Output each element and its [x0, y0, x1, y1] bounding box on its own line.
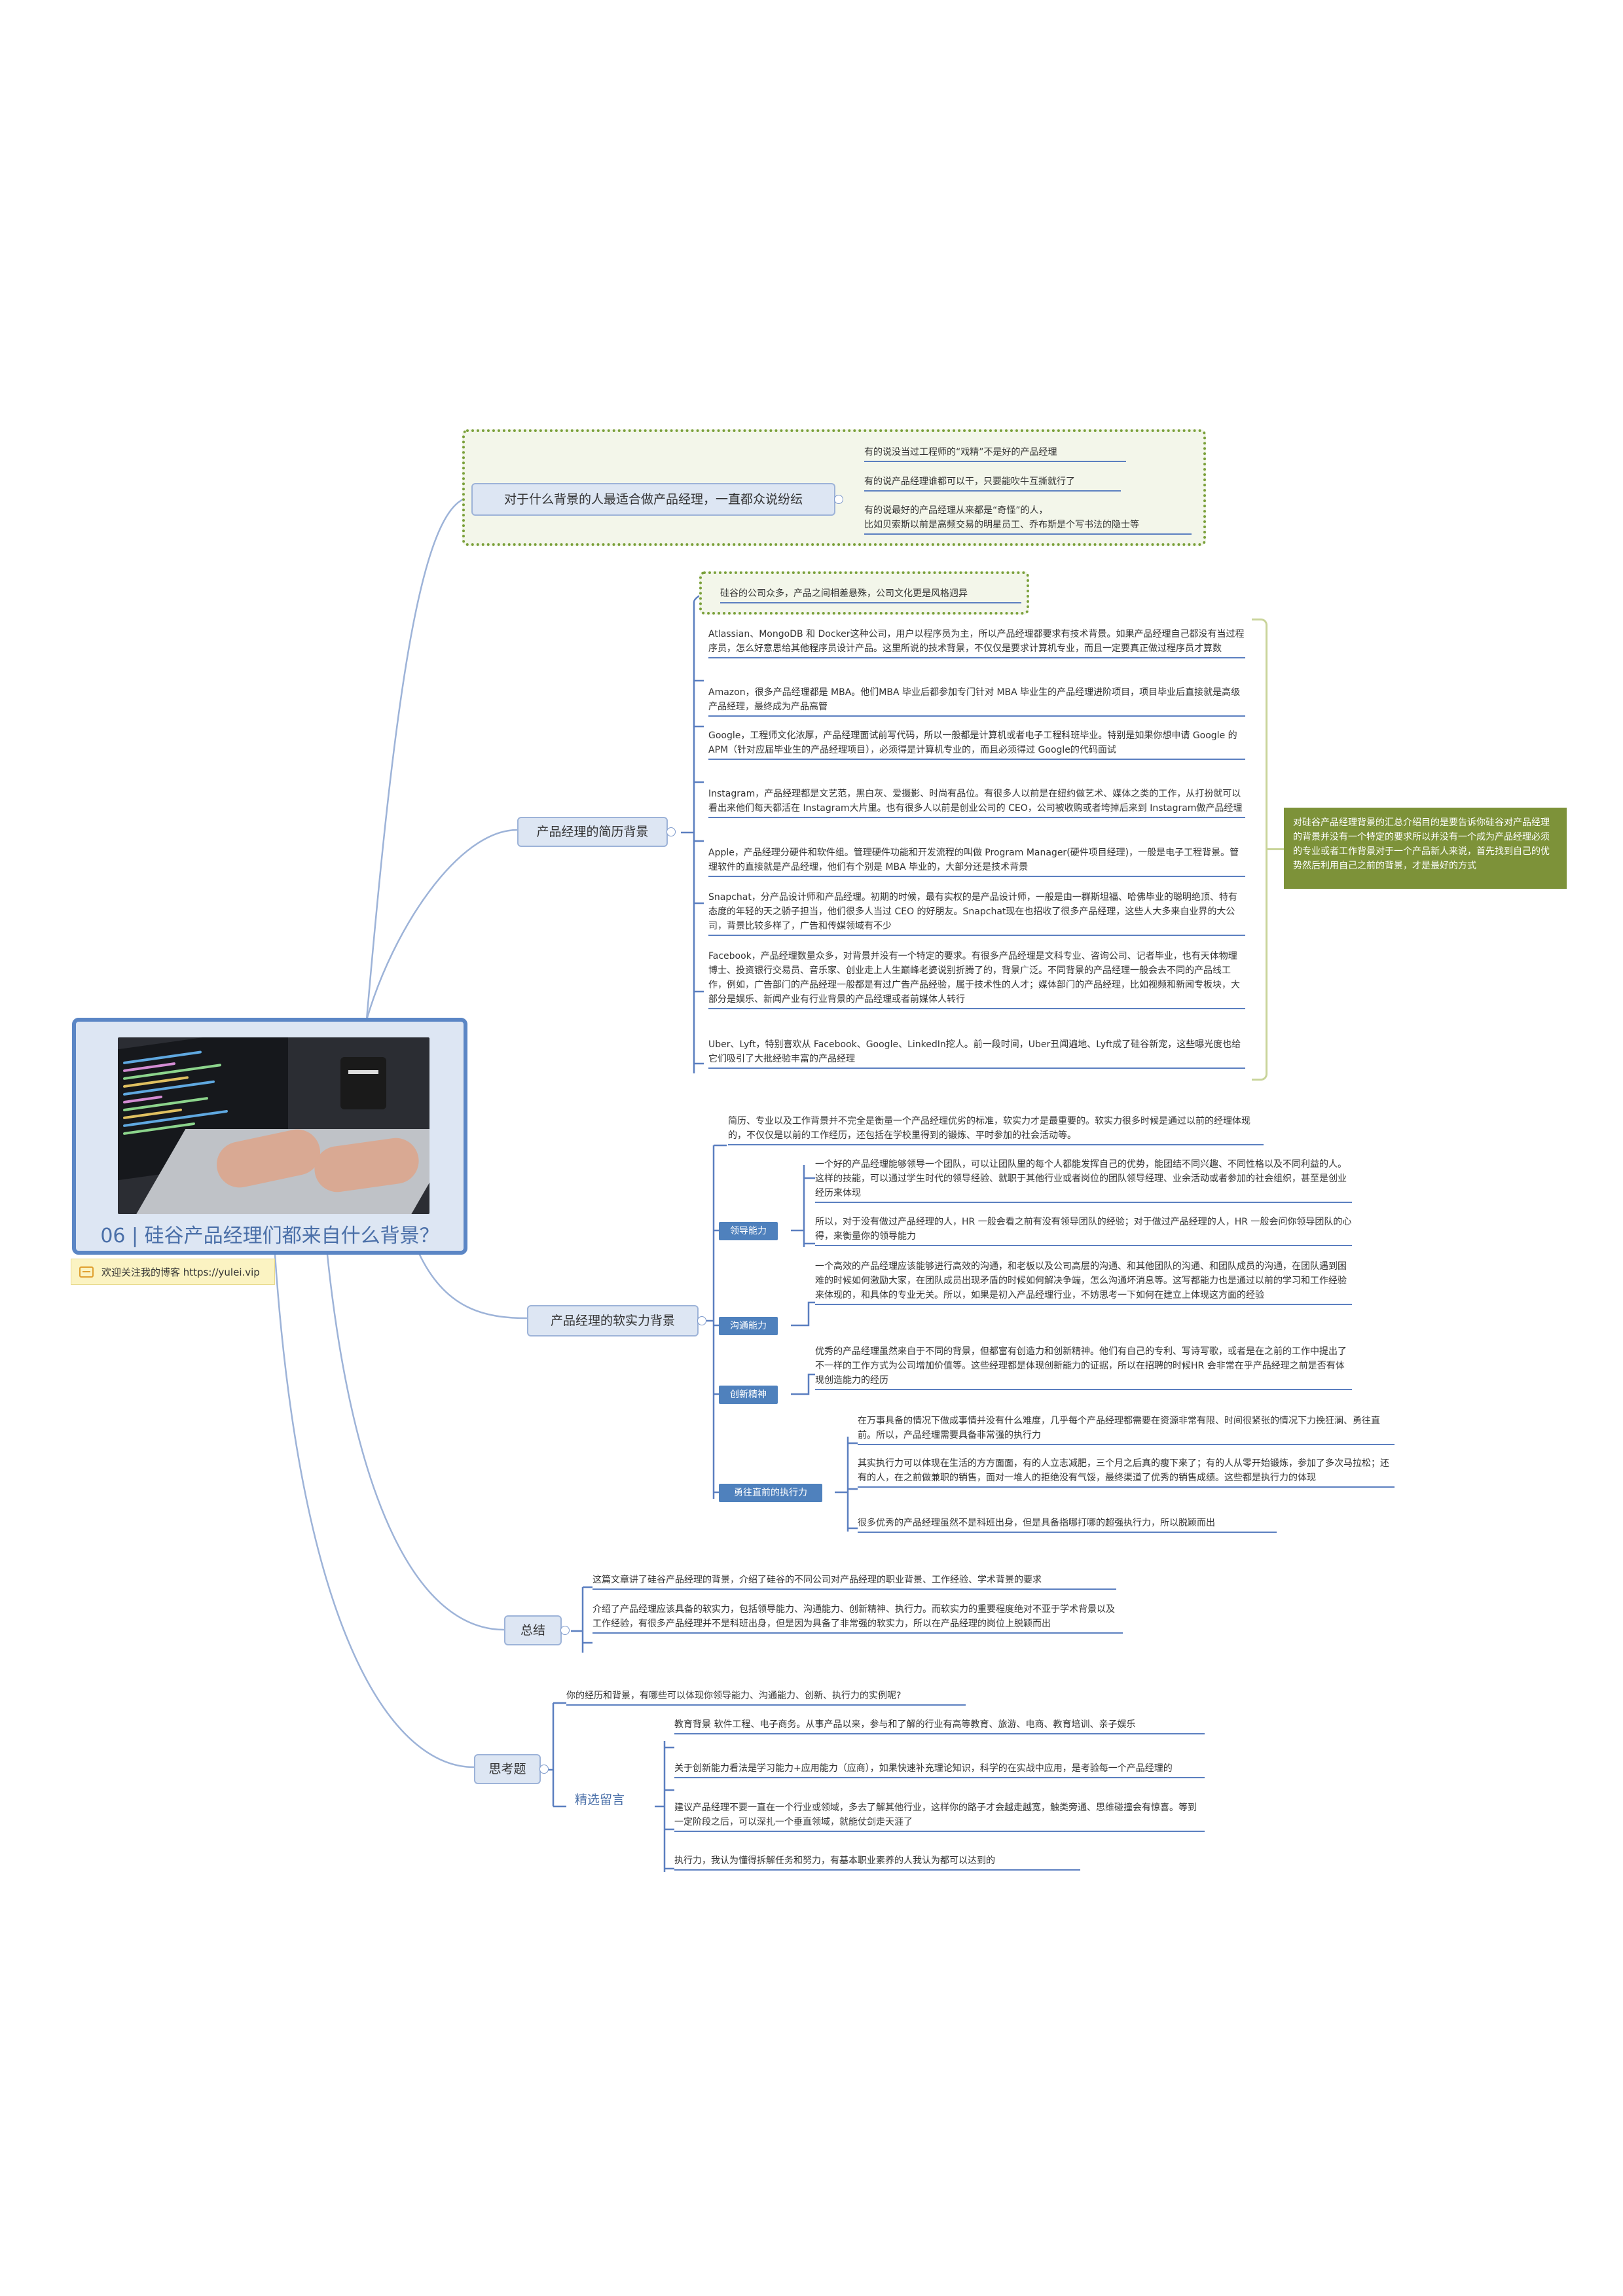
blog-note[interactable]: 欢迎关注我的博客 https://yulei.vip — [71, 1259, 275, 1285]
root-title: 06 | 硅谷产品经理们都来自什么背景？ — [100, 1225, 439, 1247]
note-text: 欢迎关注我的博客 https://yulei.vip — [101, 1266, 260, 1278]
link-b2-leaves — [681, 592, 708, 1073]
execution-leaf-1: 在万事具备的情况下做成事情并没有什么难度，几乎每个产品经理都需要在资源非常有限、… — [858, 1414, 1395, 1445]
link-b3-tag3 — [791, 1373, 815, 1395]
b2-leaf-amazon: Amazon，很多产品经理都是 MBA。他们MBA 毕业后都参加专门针对 MBA… — [708, 685, 1245, 717]
link-b3-tag2 — [791, 1301, 815, 1327]
b2-leaf-google: Google，工程师文化浓厚，产品经理面试前写代码，所以一般都是计算机或者电子工… — [708, 728, 1245, 760]
link-b3-tag1 — [791, 1165, 815, 1247]
branch-b4-label: 总结 — [520, 1623, 545, 1638]
b2-leaf-uber: Uber、Lyft，特别喜欢从 Facebook、Google、LinkedIn… — [708, 1037, 1245, 1069]
note-icon — [79, 1266, 94, 1278]
innovation-leaf-1: 优秀的产品经理虽然来自于不同的背景，但都富有创造力和创新精神。他们有自己的专利、… — [815, 1344, 1352, 1390]
execution-leaf-3: 很多优秀的产品经理虽然不是科班出身，但是具备指哪打哪的超强执行力，所以脱颖而出 — [858, 1516, 1277, 1533]
b2-leaf-instagram: Instagram，产品经理都是文艺范，黑白灰、爱摄影、时尚有品位。有很多人以前… — [708, 787, 1245, 818]
branch-b1-label: 对于什么背景的人最适合做产品经理，一直都众说纷纭 — [503, 492, 803, 507]
b2-summary: 对硅谷产品经理背景的汇总介绍目的是要告诉你硅谷对产品经理的背景并没有一个特定的要… — [1284, 808, 1567, 889]
branch-b4[interactable]: 总结 — [504, 1615, 570, 1645]
collapse-toggle-icon[interactable] — [697, 1316, 706, 1325]
b1-leaf-1: 有的说没当过工程师的“戏精”不是好的产品经理 — [864, 445, 1126, 462]
leadership-leaf-2: 所以，对于没有做过产品经理的人，HR 一般会看之前有没有领导团队的经验；对于做过… — [815, 1215, 1352, 1246]
root-node[interactable]: 06 | 硅谷产品经理们都来自什么背景？ — [72, 1018, 467, 1255]
b4-leaf-2: 介绍了产品经理应该具备的软实力，包括领导能力、沟通能力、创新精神、执行力。而软实… — [593, 1602, 1123, 1634]
execution-leaf-2: 其实执行力可以体现在生活的方方面面，有的人立志减肥，三个月之后真的瘦下来了；有的… — [858, 1456, 1395, 1488]
comment-leaf-2: 关于创新能力看法是学习能力+应用能力（应商），如果快速补充理论知识，科学的在实战… — [674, 1761, 1205, 1778]
collapse-toggle-icon[interactable] — [539, 1765, 549, 1774]
tag-innovation[interactable]: 创新精神 — [719, 1386, 778, 1404]
link-b4-leaves — [571, 1586, 593, 1653]
tag-leadership[interactable]: 领导能力 — [719, 1222, 778, 1240]
summary-brace-tip — [1266, 848, 1285, 850]
b2-leaf-facebook: Facebook，产品经理数量众多，对背景并没有一个特定的要求。有很多产品经理是… — [708, 949, 1245, 1009]
b2-intro: 硅谷的公司众多，产品之间相差悬殊，公司文化更是风格迥异 — [720, 586, 1021, 603]
link-root-b4 — [326, 1254, 505, 1631]
comment-leaf-3: 建议产品经理不要一直在一个行业或领域，多去了解其他行业，这样你的路子才会越走越宽… — [674, 1801, 1205, 1832]
link-b5-leaves — [541, 1702, 674, 1872]
collapse-toggle-icon[interactable] — [834, 495, 843, 504]
mug — [340, 1057, 386, 1109]
tag-execution[interactable]: 勇往直前的执行力 — [719, 1484, 822, 1502]
b2-leaf-apple: Apple，产品经理分硬件和软件组。管理硬件功能和开发流程的叫做 Program… — [708, 846, 1245, 877]
branch-b2[interactable]: 产品经理的简历背景 — [517, 817, 676, 847]
laptop-coding-photo — [118, 1037, 429, 1214]
leadership-leaf-1: 一个好的产品经理能够领导一个团队，可以让团队里的每个人都能发挥自己的优势，能团结… — [815, 1157, 1352, 1203]
b2-leaf-snapchat: Snapchat，分产品设计师和产品经理。初期的时候，最有实权的是产品设计师，一… — [708, 890, 1245, 936]
branch-b1[interactable]: 对于什么背景的人最适合做产品经理，一直都众说纷纭 — [471, 483, 843, 516]
b3-intro: 简历、专业以及工作背景并不完全是衡量一个产品经理优劣的标准，软实力才是最重要的。… — [728, 1114, 1264, 1145]
comment-leaf-1: 教育背景 软件工程、电子商务。从事产品以来，参与和了解的行业有高等教育、旅游、电… — [674, 1717, 1205, 1734]
mug-logo — [348, 1070, 378, 1074]
branch-b2-label: 产品经理的简历背景 — [536, 825, 649, 839]
collapse-toggle-icon[interactable] — [560, 1626, 570, 1635]
b1-leaf-3b: 比如贝索斯以前是高频交易的明星员工、乔布斯是个写书法的隐士等 — [864, 518, 1192, 535]
collapse-toggle-icon[interactable] — [666, 827, 676, 836]
branch-b5[interactable]: 思考题 — [474, 1754, 549, 1784]
b2-intro-boundary — [699, 571, 1029, 615]
link-root-b2 — [365, 829, 518, 1020]
link-root-b3 — [418, 1253, 528, 1319]
b2-leaf-atlassian: Atlassian、MongoDB 和 Docker这种公司，用户以程序员为主，… — [708, 627, 1245, 658]
link-root-b5 — [274, 1254, 475, 1768]
b1-leaf-2: 有的说产品经理谁都可以干，只要能吹牛互撕就行了 — [864, 475, 1121, 492]
tag-communication[interactable]: 沟通能力 — [719, 1317, 778, 1335]
comment-leaf-4: 执行力，我认为懂得拆解任务和努力，有基本职业素养的人我认为都可以达到的 — [674, 1854, 1080, 1871]
branch-b3[interactable]: 产品经理的软实力背景 — [527, 1305, 706, 1336]
b4-leaf-1: 这篇文章讲了硅谷产品经理的背景，介绍了硅谷的不同公司对产品经理的职业背景、工作经… — [593, 1573, 1116, 1590]
summary-brace — [1252, 619, 1267, 1081]
branch-b3-label: 产品经理的软实力背景 — [550, 1314, 675, 1328]
link-b3-tag4 — [835, 1437, 858, 1532]
link-b3-leaves — [701, 1144, 727, 1499]
communication-leaf-1: 一个高效的产品经理应该能够进行高效的沟通，和老板以及公司高层的沟通、和其他团队的… — [815, 1259, 1352, 1305]
b5-sub-label[interactable]: 精选留言 — [575, 1793, 625, 1807]
b5-question: 你的经历和背景，有哪些可以体现你领导能力、沟通能力、创新、执行力的实例呢? — [566, 1689, 966, 1706]
b1-leaf-3a: 有的说最好的产品经理从来都是“奇怪”的人， — [864, 505, 1048, 516]
link-root-b1 — [365, 496, 472, 1020]
branch-b5-label: 思考题 — [488, 1762, 526, 1776]
